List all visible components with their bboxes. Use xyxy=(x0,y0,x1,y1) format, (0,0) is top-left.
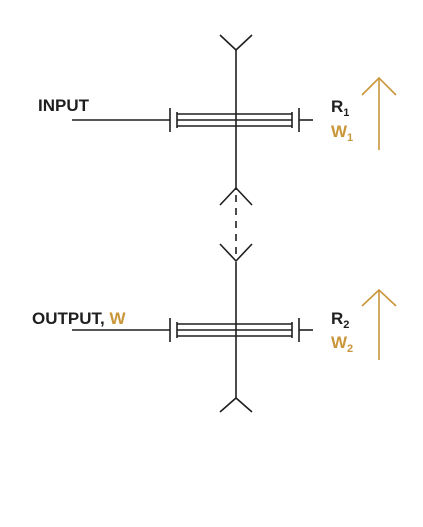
fork-end-icon xyxy=(219,34,253,413)
w2-label: W2 xyxy=(331,333,353,355)
r2-subscript: 2 xyxy=(343,319,349,331)
output-label-text: OUTPUT, xyxy=(32,309,109,328)
output-label: OUTPUT, W xyxy=(32,309,126,328)
w1-label: W1 xyxy=(331,122,353,144)
r1-subscript: 1 xyxy=(343,107,349,119)
input-gear xyxy=(72,108,313,132)
r1-letter: R xyxy=(331,97,343,116)
input-label: INPUT xyxy=(38,96,90,115)
arrow-up-icon-upper-head xyxy=(361,76,397,96)
w1-subscript: 1 xyxy=(347,132,353,144)
r2-label: R2 xyxy=(331,309,349,331)
fork-end-icon-mid-lower xyxy=(219,243,253,263)
fork-end-icon-mid-upper xyxy=(219,186,253,206)
arrow-up-icon xyxy=(361,76,397,360)
input-label-text: INPUT xyxy=(38,96,90,115)
output-label-accent: W xyxy=(109,309,126,328)
fork-end-icon-top xyxy=(219,34,253,52)
arrow-up-icon-lower-head xyxy=(361,288,397,307)
r1-label: R1 xyxy=(331,97,349,119)
r2-letter: R xyxy=(331,309,343,328)
w2-subscript: 2 xyxy=(347,343,353,355)
fork-end-icon-bottom xyxy=(219,396,253,413)
w2-letter: W xyxy=(331,333,348,352)
w1-letter: W xyxy=(331,122,348,141)
output-gear xyxy=(72,318,313,342)
